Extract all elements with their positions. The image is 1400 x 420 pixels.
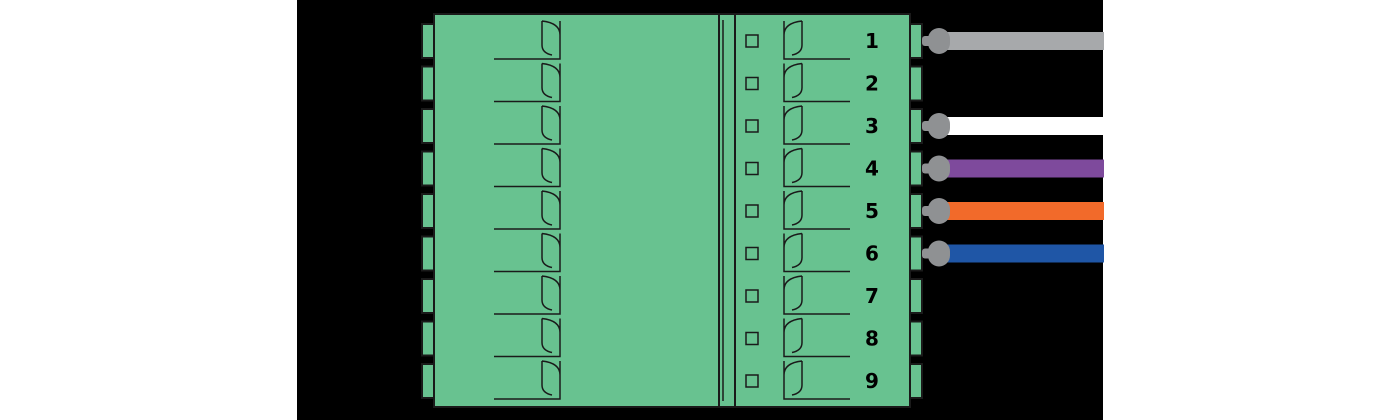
pin-label: 1 [865, 29, 879, 53]
pin-labels: 1 2 3 4 5 6 7 8 9 [865, 29, 879, 393]
pin-label: 7 [865, 284, 879, 308]
release-button [745, 374, 759, 388]
release-button [745, 246, 759, 261]
wire-ferrule-tip [922, 36, 932, 46]
wire-gray [922, 28, 1104, 54]
pin-label: 6 [865, 242, 879, 266]
wire-ferrule-tip [922, 163, 932, 174]
wire-purple [922, 155, 1104, 182]
release-button [745, 76, 759, 91]
left-clamp [494, 360, 561, 400]
connector-body [433, 13, 911, 408]
wire-ferrule [928, 113, 950, 139]
wire-ferrule-tip [922, 248, 932, 259]
release-button [745, 331, 759, 346]
pin-label: 8 [865, 327, 879, 351]
wire-insulation [944, 117, 1104, 135]
pin-label: 9 [865, 369, 879, 393]
left-clamp [494, 147, 561, 188]
right-clamp [783, 275, 850, 315]
left-clamp [494, 275, 561, 315]
wire-blue [922, 240, 1104, 267]
right-clamp [783, 20, 850, 60]
right-clamp [783, 317, 850, 358]
left-clamp [494, 190, 561, 230]
release-buttons [745, 34, 759, 388]
wire-orange [922, 198, 1104, 224]
release-button [745, 204, 759, 218]
left-clamp [494, 232, 561, 273]
pin-label: 4 [865, 157, 879, 181]
left-clamp [494, 317, 561, 358]
wire-insulation [944, 32, 1104, 50]
pin-label: 2 [865, 72, 879, 96]
pin-label: 5 [865, 199, 879, 223]
right-clamp [783, 190, 850, 230]
right-clamp [783, 360, 850, 400]
pin-label: 3 [865, 114, 879, 138]
release-button [745, 119, 759, 133]
wire-white [922, 113, 1104, 139]
right-clamp [783, 147, 850, 188]
release-button [745, 34, 759, 48]
left-clamp-outlines [494, 20, 561, 400]
release-button [745, 289, 759, 303]
right-clamp [783, 62, 850, 103]
right-clamp [783, 232, 850, 273]
wires [922, 28, 1104, 267]
wire-insulation [944, 202, 1104, 220]
left-clamp [494, 62, 561, 103]
wire-insulation [944, 244, 1104, 263]
plug-divider [718, 13, 736, 408]
release-button [745, 161, 759, 176]
wire-ferrule-tip [922, 121, 932, 131]
wire-insulation [944, 159, 1104, 178]
wire-ferrule-tip [922, 206, 932, 216]
right-clamp [783, 105, 850, 145]
left-clamp [494, 105, 561, 145]
left-clamp [494, 20, 561, 60]
wire-ferrule [928, 198, 950, 224]
wire-ferrule [928, 28, 950, 54]
wire-ferrule [928, 155, 950, 182]
wire-ferrule [928, 240, 950, 267]
right-clamp-outlines [783, 20, 850, 400]
